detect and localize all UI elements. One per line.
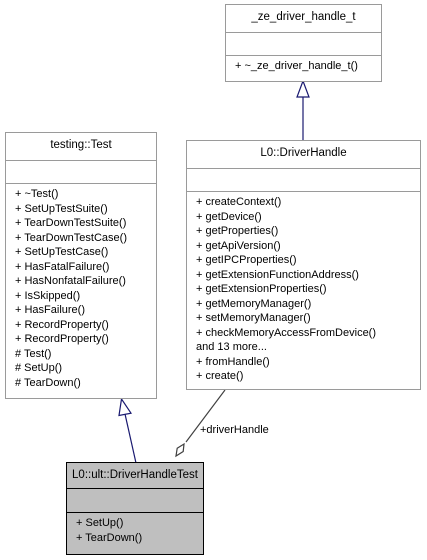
attributes-section bbox=[187, 168, 420, 191]
method: + IsSkipped() bbox=[15, 289, 81, 302]
aggregation-line bbox=[185, 389, 226, 443]
attributes-section bbox=[6, 160, 156, 183]
aggregation-diamond-icon bbox=[175, 442, 185, 458]
method: + fromHandle() bbox=[196, 355, 270, 368]
method: + HasFailure() bbox=[15, 304, 85, 316]
method: + HasFatalFailure() bbox=[15, 260, 110, 273]
class-name: testing::Test bbox=[50, 139, 112, 151]
class-box-l0-driverhandle[interactable]: L0::DriverHandle + createContext() + get… bbox=[186, 140, 421, 390]
methods-section: + createContext() + getDevice() + getPro… bbox=[187, 191, 420, 384]
methods-section: + ~_ze_driver_handle_t() bbox=[226, 55, 381, 74]
method: # Test() bbox=[15, 347, 52, 360]
class-box-driverhandletest[interactable]: L0::ult::DriverHandleTest + SetUp() + Te… bbox=[66, 462, 204, 555]
method: + SetUpTestSuite() bbox=[15, 202, 108, 215]
methods-section: + SetUp() + TearDown() bbox=[67, 512, 203, 545]
method: + getDevice() bbox=[196, 210, 262, 223]
inheritance-line-test bbox=[124, 413, 137, 464]
methods-section: + ~Test() + SetUpTestSuite() + TearDownT… bbox=[6, 183, 156, 390]
method: + TearDownTestCase() bbox=[15, 231, 127, 244]
method: + getProperties() bbox=[196, 225, 279, 237]
attributes-section bbox=[226, 32, 381, 55]
class-box-ze-driver-handle[interactable]: _ze_driver_handle_t + ~_ze_driver_handle… bbox=[225, 4, 382, 82]
inheritance-arrow-icon bbox=[118, 397, 133, 417]
method: + RecordProperty() bbox=[15, 333, 109, 345]
method: + getApiVersion() bbox=[196, 239, 281, 252]
class-name: L0::ult::DriverHandleTest bbox=[72, 469, 198, 481]
method: + RecordProperty() bbox=[15, 318, 109, 331]
class-name: _ze_driver_handle_t bbox=[251, 11, 356, 23]
method: + getMemoryManager() bbox=[196, 297, 312, 310]
inheritance-arrow-icon bbox=[296, 79, 310, 98]
aggregation-label: +driverHandle bbox=[200, 424, 269, 436]
method: + createContext() bbox=[196, 196, 282, 208]
method: + getIPCProperties() bbox=[196, 254, 297, 266]
method: + ~Test() bbox=[15, 188, 59, 200]
method: + HasNonfatalFailure() bbox=[15, 275, 126, 287]
method: + TearDownTestSuite() bbox=[15, 217, 127, 229]
method: + getExtensionProperties() bbox=[196, 283, 327, 295]
method: # SetUp() bbox=[15, 362, 63, 374]
method: + SetUp() bbox=[76, 517, 124, 529]
method: + create() bbox=[196, 370, 244, 382]
method: + TearDown() bbox=[76, 531, 143, 544]
class-name: L0::DriverHandle bbox=[260, 147, 347, 159]
class-box-testing-test[interactable]: testing::Test + ~Test() + SetUpTestSuite… bbox=[5, 132, 157, 399]
method: # TearDown() bbox=[15, 376, 81, 389]
method: + SetUpTestCase() bbox=[15, 246, 109, 258]
method: + setMemoryManager() bbox=[196, 312, 311, 324]
method: + checkMemoryAccessFromDevice() bbox=[196, 326, 377, 339]
more-methods-note: and 13 more... bbox=[196, 341, 267, 353]
method: + getExtensionFunctionAddress() bbox=[196, 268, 359, 281]
attributes-section bbox=[67, 488, 203, 512]
method: + ~_ze_driver_handle_t() bbox=[235, 60, 358, 72]
